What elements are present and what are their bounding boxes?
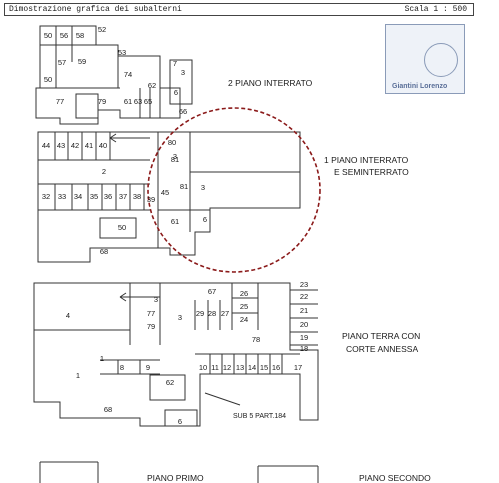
floor-label-primo: PIANO PRIMO xyxy=(147,473,204,483)
unit-label: 61 xyxy=(123,97,133,106)
unit-label: 81 xyxy=(179,182,189,191)
unit-label: 16 xyxy=(271,363,281,372)
unit-label: 68 xyxy=(99,247,109,256)
unit-label: 3 xyxy=(153,295,159,304)
unit-label: 1 xyxy=(99,354,105,363)
unit-label: 45 xyxy=(160,188,170,197)
unit-label: 6 xyxy=(173,88,179,97)
floor-label-secondo: PIANO SECONDO xyxy=(359,473,431,483)
unit-label: 57 xyxy=(57,58,67,67)
unit-label: 56 xyxy=(59,31,69,40)
floor-label-seminterrato: E SEMINTERRATO xyxy=(334,167,409,177)
unit-label: 2 xyxy=(101,167,107,176)
scale-label: Scala 1 : 500 xyxy=(404,5,467,14)
unit-label: 23 xyxy=(299,280,309,289)
unit-label: 81 xyxy=(170,155,180,164)
plan-5-outline xyxy=(257,465,319,483)
unit-label: 6 xyxy=(202,215,208,224)
unit-label: 41 xyxy=(84,141,94,150)
unit-label: 25 xyxy=(239,302,249,311)
unit-label: 43 xyxy=(56,141,66,150)
unit-label: 11 xyxy=(211,363,219,372)
highlight-circle xyxy=(147,107,321,273)
unit-label: 14 xyxy=(247,363,257,372)
floor-label-corte: CORTE ANNESSA xyxy=(346,344,419,354)
unit-label: 19 xyxy=(299,333,309,342)
unit-label: 42 xyxy=(70,141,80,150)
unit-label: 34 xyxy=(73,192,83,201)
seal-icon xyxy=(424,43,458,77)
unit-label: 36 xyxy=(103,192,113,201)
unit-label: 27 xyxy=(220,309,230,318)
plan-4-outline xyxy=(39,461,99,483)
unit-label: 37 xyxy=(118,192,128,201)
professional-stamp: Giantini Lorenzo xyxy=(385,24,465,94)
unit-label: 59 xyxy=(77,57,87,66)
unit-label: 77 xyxy=(55,97,65,106)
unit-label: 80 xyxy=(167,138,177,147)
unit-label: 62 xyxy=(165,378,175,387)
unit-label: 32 xyxy=(41,192,51,201)
unit-label: 1 xyxy=(75,371,81,380)
plan-1-outline xyxy=(35,25,181,125)
unit-label: 10 xyxy=(198,363,208,372)
unit-label: 13 xyxy=(235,363,245,372)
unit-label: 67 xyxy=(207,287,217,296)
plan-2-outline xyxy=(37,131,301,263)
unit-label: 40 xyxy=(98,141,108,150)
unit-label: 38 xyxy=(132,192,142,201)
unit-label: 78 xyxy=(251,335,261,344)
document-title: Dimostrazione grafica dei subalterni xyxy=(9,5,182,14)
unit-label: 3 xyxy=(177,313,183,322)
unit-label: 20 xyxy=(299,320,309,329)
unit-label: 3 xyxy=(172,152,178,161)
unit-label: 50 xyxy=(117,223,127,232)
unit-label: 18 xyxy=(299,344,309,353)
unit-label: 44 xyxy=(41,141,51,150)
unit-label: 26 xyxy=(239,289,249,298)
unit-label: 63 xyxy=(133,97,143,106)
sub-note: SUB 5 PART.184 xyxy=(233,413,287,420)
unit-label: 53 xyxy=(117,48,127,57)
unit-label: 50 xyxy=(43,75,53,84)
unit-label: 4 xyxy=(65,311,71,320)
plan-3-outline xyxy=(33,282,319,427)
unit-label: 79 xyxy=(146,322,156,331)
unit-label: 77 xyxy=(146,309,156,318)
unit-label: 22 xyxy=(299,292,309,301)
unit-label: 8 xyxy=(119,363,125,372)
unit-label: 6 xyxy=(177,417,183,426)
unit-label: 15 xyxy=(259,363,269,372)
unit-label: 74 xyxy=(123,70,133,79)
floor-label-terra: PIANO TERRA CON xyxy=(342,331,421,341)
unit-label: 33 xyxy=(57,192,67,201)
unit-label: 3 xyxy=(180,68,186,77)
unit-label: 62 xyxy=(147,81,157,90)
unit-label: 17 xyxy=(293,363,303,372)
unit-label: 12 xyxy=(222,363,232,372)
unit-label: 28 xyxy=(207,309,217,318)
unit-label: 9 xyxy=(145,363,151,372)
unit-label: 39 xyxy=(146,195,156,204)
header-bar: Dimostrazione grafica dei subalterni Sca… xyxy=(4,3,474,16)
unit-label: 7 xyxy=(172,59,178,68)
unit-label: 68 xyxy=(103,405,113,414)
unit-label: 35 xyxy=(89,192,99,201)
unit-label: 24 xyxy=(239,315,249,324)
floor-label-2-interrato: 2 PIANO INTERRATO xyxy=(228,78,313,88)
unit-label: 61 xyxy=(170,217,180,226)
unit-label: 21 xyxy=(299,306,309,315)
unit-label: 52 xyxy=(97,25,107,34)
unit-label: 65 xyxy=(143,97,153,106)
unit-label: 29 xyxy=(195,309,205,318)
stamp-name: Giantini Lorenzo xyxy=(392,83,448,90)
unit-label: 3 xyxy=(200,183,206,192)
unit-label: 79 xyxy=(97,97,107,106)
floor-label-1-interrato: 1 PIANO INTERRATO xyxy=(324,155,409,165)
unit-label: 66 xyxy=(178,107,188,116)
unit-label: 58 xyxy=(75,31,85,40)
unit-label: 50 xyxy=(43,31,53,40)
